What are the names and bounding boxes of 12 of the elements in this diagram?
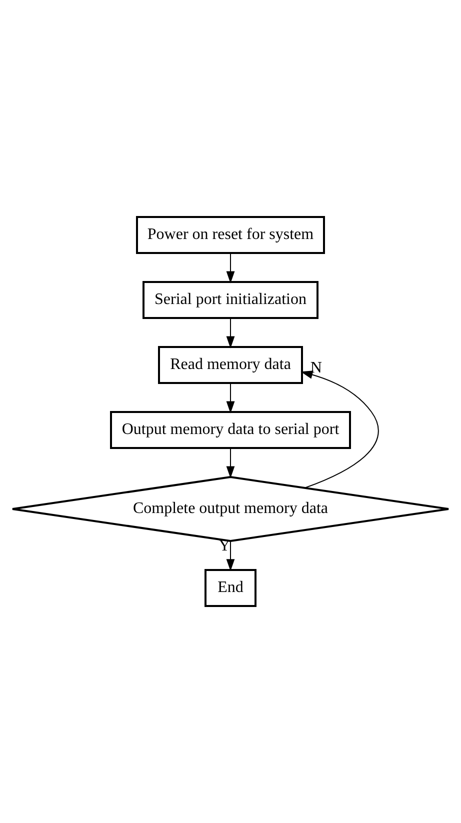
arrow: [226, 448, 235, 478]
arrow: [226, 252, 235, 284]
edge-label: N: [310, 360, 322, 377]
arrow: [300, 370, 379, 488]
arrow: [226, 540, 235, 572]
node-box: Read memory data: [158, 346, 303, 384]
node-box: End: [204, 569, 256, 607]
arrow: [226, 382, 235, 414]
node-box: Serial port initialization: [142, 281, 318, 319]
node-box: Power on reset for system: [136, 216, 325, 254]
node-box: Output memory data to serial port: [110, 411, 351, 449]
arrow: [226, 318, 235, 348]
